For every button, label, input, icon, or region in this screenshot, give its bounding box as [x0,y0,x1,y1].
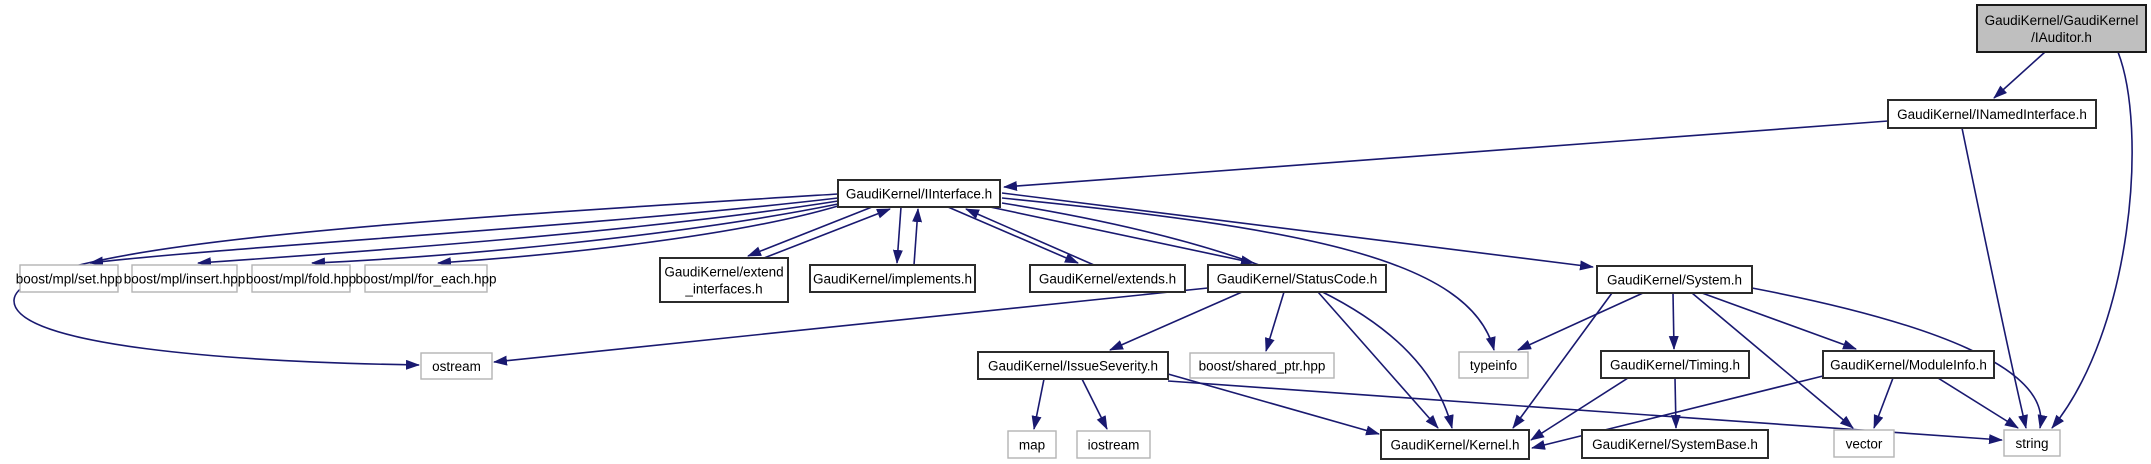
edge-timing-to-systembase [1670,377,1681,429]
edge-iinterface-to-kernel [1001,202,1454,429]
node-sharedptr: boost/shared_ptr.hpp [1189,352,1335,379]
node-label-vector: vector [1846,437,1883,452]
node-label-issueseverity: GaudiKernel/IssueSeverity.h [988,359,1158,374]
edge-iinterface-to-extend [747,206,873,257]
node-label-map: map [1019,438,1045,453]
edge-system-to-typeinfo [1517,292,1644,351]
edge-iinterface-to-set [89,197,839,267]
node-string: string [2003,429,2061,457]
node-ostream: ostream [420,352,493,380]
node-typeinfo: typeinfo [1458,351,1529,379]
node-label-moduleinfo: GaudiKernel/ModuleInfo.h [1830,358,1987,373]
edge-issueseverity-to-iostream [1081,378,1108,430]
node-implements[interactable]: GaudiKernel/implements.h [809,264,976,293]
edge-iinterface-to-insert [197,200,839,268]
edge-statuscode-to-issueseverity [1109,291,1243,351]
node-label-kernel: GaudiKernel/Kernel.h [1390,438,1519,453]
edge-statuscode-to-ostream [493,287,1209,366]
node-label-sharedptr: boost/shared_ptr.hpp [1199,359,1326,374]
node-issueseverity[interactable]: GaudiKernel/IssueSeverity.h [977,351,1169,380]
node-label-statuscode: GaudiKernel/StatusCode.h [1217,272,1378,287]
node-label-extend: GaudiKernel/extend_interfaces.h [664,265,783,297]
edge-issueseverity-to-map [1031,378,1045,430]
node-fold: boost/mpl/fold.hpp [246,264,356,293]
edge-iinterface-to-implements [892,206,903,264]
node-insert: boost/mpl/insert.hpp [124,264,246,293]
node-label-string: string [2015,436,2048,451]
node-label-systembase: GaudiKernel/SystemBase.h [1592,437,1758,452]
node-inamed[interactable]: GaudiKernel/INamedInterface.h [1887,99,2097,129]
node-label-iauditor: GaudiKernel/GaudiKernel/IAuditor.h [1985,13,2139,45]
node-extends[interactable]: GaudiKernel/extends.h [1029,264,1186,293]
edge-system-to-kernel [1512,292,1613,429]
node-system[interactable]: GaudiKernel/System.h [1596,265,1753,294]
node-label-inamed: GaudiKernel/INamedInterface.h [1897,107,2087,122]
edge-iinterface-to-typeinfo [1001,197,1496,351]
edge-system-to-vector [1691,292,1854,429]
node-label-iinterface: GaudiKernel/IInterface.h [846,187,992,202]
node-timing[interactable]: GaudiKernel/Timing.h [1600,350,1750,379]
edge-iinterface-to-statuscode [989,206,1255,266]
edge-system-to-timing [1668,292,1679,350]
edge-implements-to-iinterface [912,208,923,266]
node-moduleinfo[interactable]: GaudiKernel/ModuleInfo.h [1822,350,1995,379]
node-extend[interactable]: GaudiKernel/extend_interfaces.h [659,257,789,303]
edge-timing-to-kernel [1530,377,1629,441]
edge-moduleinfo-to-vector [1873,377,1894,429]
node-label-foreach: boost/mpl/for_each.hpp [355,272,496,287]
edge-inamed-to-iinterface [1003,120,1889,192]
node-label-ostream: ostream [432,359,481,374]
edge-iinterface-to-system [1001,192,1594,271]
node-label-fold: boost/mpl/fold.hpp [246,272,356,287]
node-label-insert: boost/mpl/insert.hpp [124,272,246,287]
node-kernel[interactable]: GaudiKernel/Kernel.h [1380,429,1530,460]
edge-iinterface-to-foreach [437,205,839,268]
edge-moduleinfo-to-kernel [1531,375,1824,450]
edge-statuscode-to-kernel [1317,291,1439,429]
edge-system-to-moduleinfo [1701,292,1857,350]
edge-iauditor-to-inamed [1993,51,2046,99]
node-set: boost/mpl/set.hpp [16,264,123,293]
edge-extend-to-iinterface [763,208,891,259]
node-label-set: boost/mpl/set.hpp [16,272,123,287]
node-label-system: GaudiKernel/System.h [1607,273,1742,288]
node-iinterface[interactable]: GaudiKernel/IInterface.h [837,179,1001,208]
node-label-extends: GaudiKernel/extends.h [1039,272,1176,287]
node-iauditor: GaudiKernel/GaudiKernel/IAuditor.h [1976,4,2147,53]
edge-inamed-to-string [1961,127,2028,429]
edge-extends-to-iinterface [965,208,1095,266]
edge-iinterface-to-fold [311,203,839,268]
edge-iinterface-to-extends [947,206,1079,264]
node-label-timing: GaudiKernel/Timing.h [1610,358,1740,373]
node-label-iostream: iostream [1088,438,1140,453]
edge-statuscode-to-sharedptr [1265,291,1285,352]
edge-system-to-string [1751,287,2048,429]
node-label-typeinfo: typeinfo [1470,358,1517,373]
node-label-implements: GaudiKernel/implements.h [813,272,972,287]
node-systembase[interactable]: GaudiKernel/SystemBase.h [1581,429,1769,459]
node-statuscode[interactable]: GaudiKernel/StatusCode.h [1207,264,1387,293]
node-map: map [1007,430,1057,459]
node-iostream: iostream [1076,430,1151,459]
node-vector: vector [1833,429,1895,458]
node-foreach: boost/mpl/for_each.hpp [355,264,497,293]
edge-moduleinfo-to-string [1937,377,2019,429]
edge-iauditor-to-string [2051,51,2133,429]
